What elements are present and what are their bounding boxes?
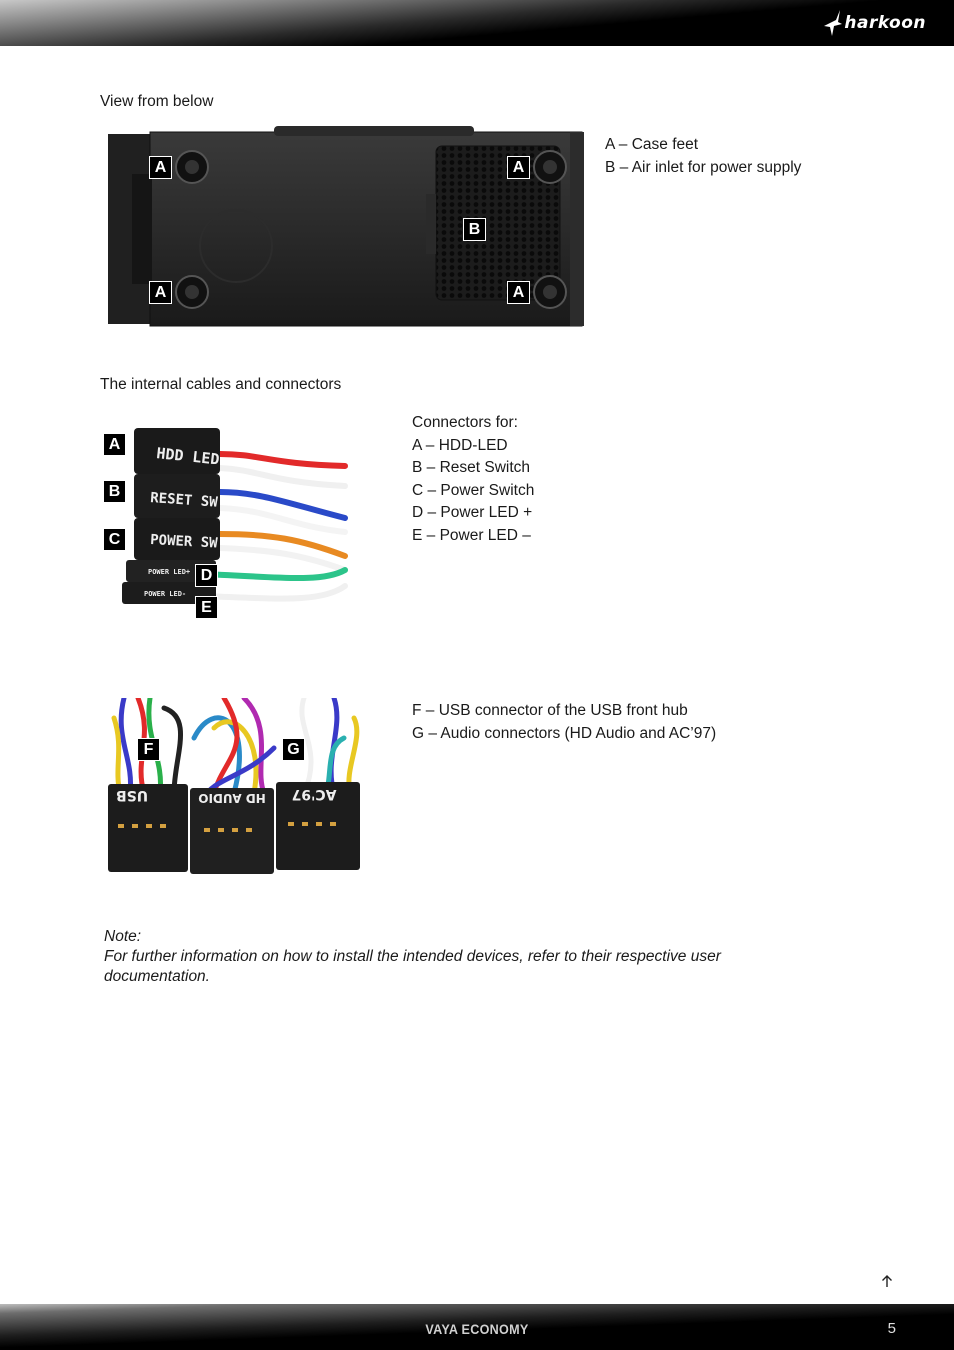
- marker-audio-connectors: G: [282, 738, 305, 761]
- usb-audio-connectors-photo: USB HD AUDIO AC'97 F G: [104, 698, 370, 878]
- note-text: For further information on how to instal…: [104, 948, 721, 985]
- legend-line: F – USB connector of the USB front hub: [412, 702, 688, 719]
- legend-line: G – Audio connectors (HD Audio and AC’97…: [412, 724, 717, 742]
- note-block: Note: For further information on how to …: [104, 927, 824, 987]
- legend-line: B – Air inlet for power supply: [605, 158, 802, 176]
- plug-label-power-sw: POWER SW: [150, 532, 219, 552]
- connectors-legend: Connectors for: A – HDD-LED B – Reset Sw…: [412, 412, 534, 547]
- footer-title: VAYA ECONOMY: [425, 1321, 529, 1337]
- plug-label-power-led-plus: POWER LED+: [148, 568, 190, 576]
- case-bottom-photo: A A B A A: [104, 124, 588, 330]
- arrow-up-icon[interactable]: [879, 1273, 895, 1289]
- legend-line: E – Power LED –: [412, 526, 531, 544]
- page-number: 5: [887, 1320, 896, 1337]
- plug-label-usb: USB: [116, 787, 148, 803]
- marker-case-foot: A: [149, 156, 172, 179]
- shark-fin-icon: [824, 10, 843, 36]
- plug-label-hd-audio: HD AUDIO: [198, 791, 265, 805]
- marker-power-led-minus: E: [195, 596, 218, 619]
- usb-audio-legend: F – USB connector of the USB front hub G…: [412, 700, 716, 745]
- marker-case-foot: A: [507, 156, 530, 179]
- marker-usb-connector: F: [137, 738, 160, 761]
- legend-line: A – HDD-LED: [412, 436, 508, 454]
- legend-line: A – Case feet: [605, 136, 699, 153]
- front-panel-cables-photo: HDD LED RESET SW POWER SW POWER LED+ POW…: [100, 414, 348, 642]
- marker-case-foot: A: [149, 281, 172, 304]
- logo-text: harkoon: [844, 13, 926, 33]
- note-title: Note:: [104, 928, 142, 945]
- marker-air-inlet: B: [463, 218, 486, 241]
- marker-power-led-plus: D: [195, 564, 218, 587]
- page-header: harkoon: [0, 0, 954, 46]
- marker-power-switch: C: [103, 528, 126, 551]
- page-footer: VAYA ECONOMY 5: [0, 1304, 954, 1350]
- legend-line: Connectors for:: [412, 414, 518, 431]
- section-heading-view-from-below: View from below: [100, 93, 214, 110]
- plug-label-ac97: AC'97: [292, 786, 337, 802]
- plug-label-power-led-minus: POWER LED-: [144, 590, 186, 598]
- plug-label-reset-sw: RESET SW: [150, 490, 219, 511]
- marker-hdd-led: A: [103, 433, 126, 456]
- section-heading-internal-cables: The internal cables and connectors: [100, 376, 342, 393]
- legend-line: B – Reset Switch: [412, 459, 531, 476]
- sharkoon-logo: harkoon: [822, 8, 926, 38]
- marker-case-foot: A: [507, 281, 530, 304]
- legend-line: C – Power Switch: [412, 481, 535, 499]
- marker-reset-switch: B: [103, 480, 126, 503]
- case-bottom-legend: A – Case feet B – Air inlet for power su…: [605, 134, 801, 179]
- legend-line: D – Power LED +: [412, 504, 533, 521]
